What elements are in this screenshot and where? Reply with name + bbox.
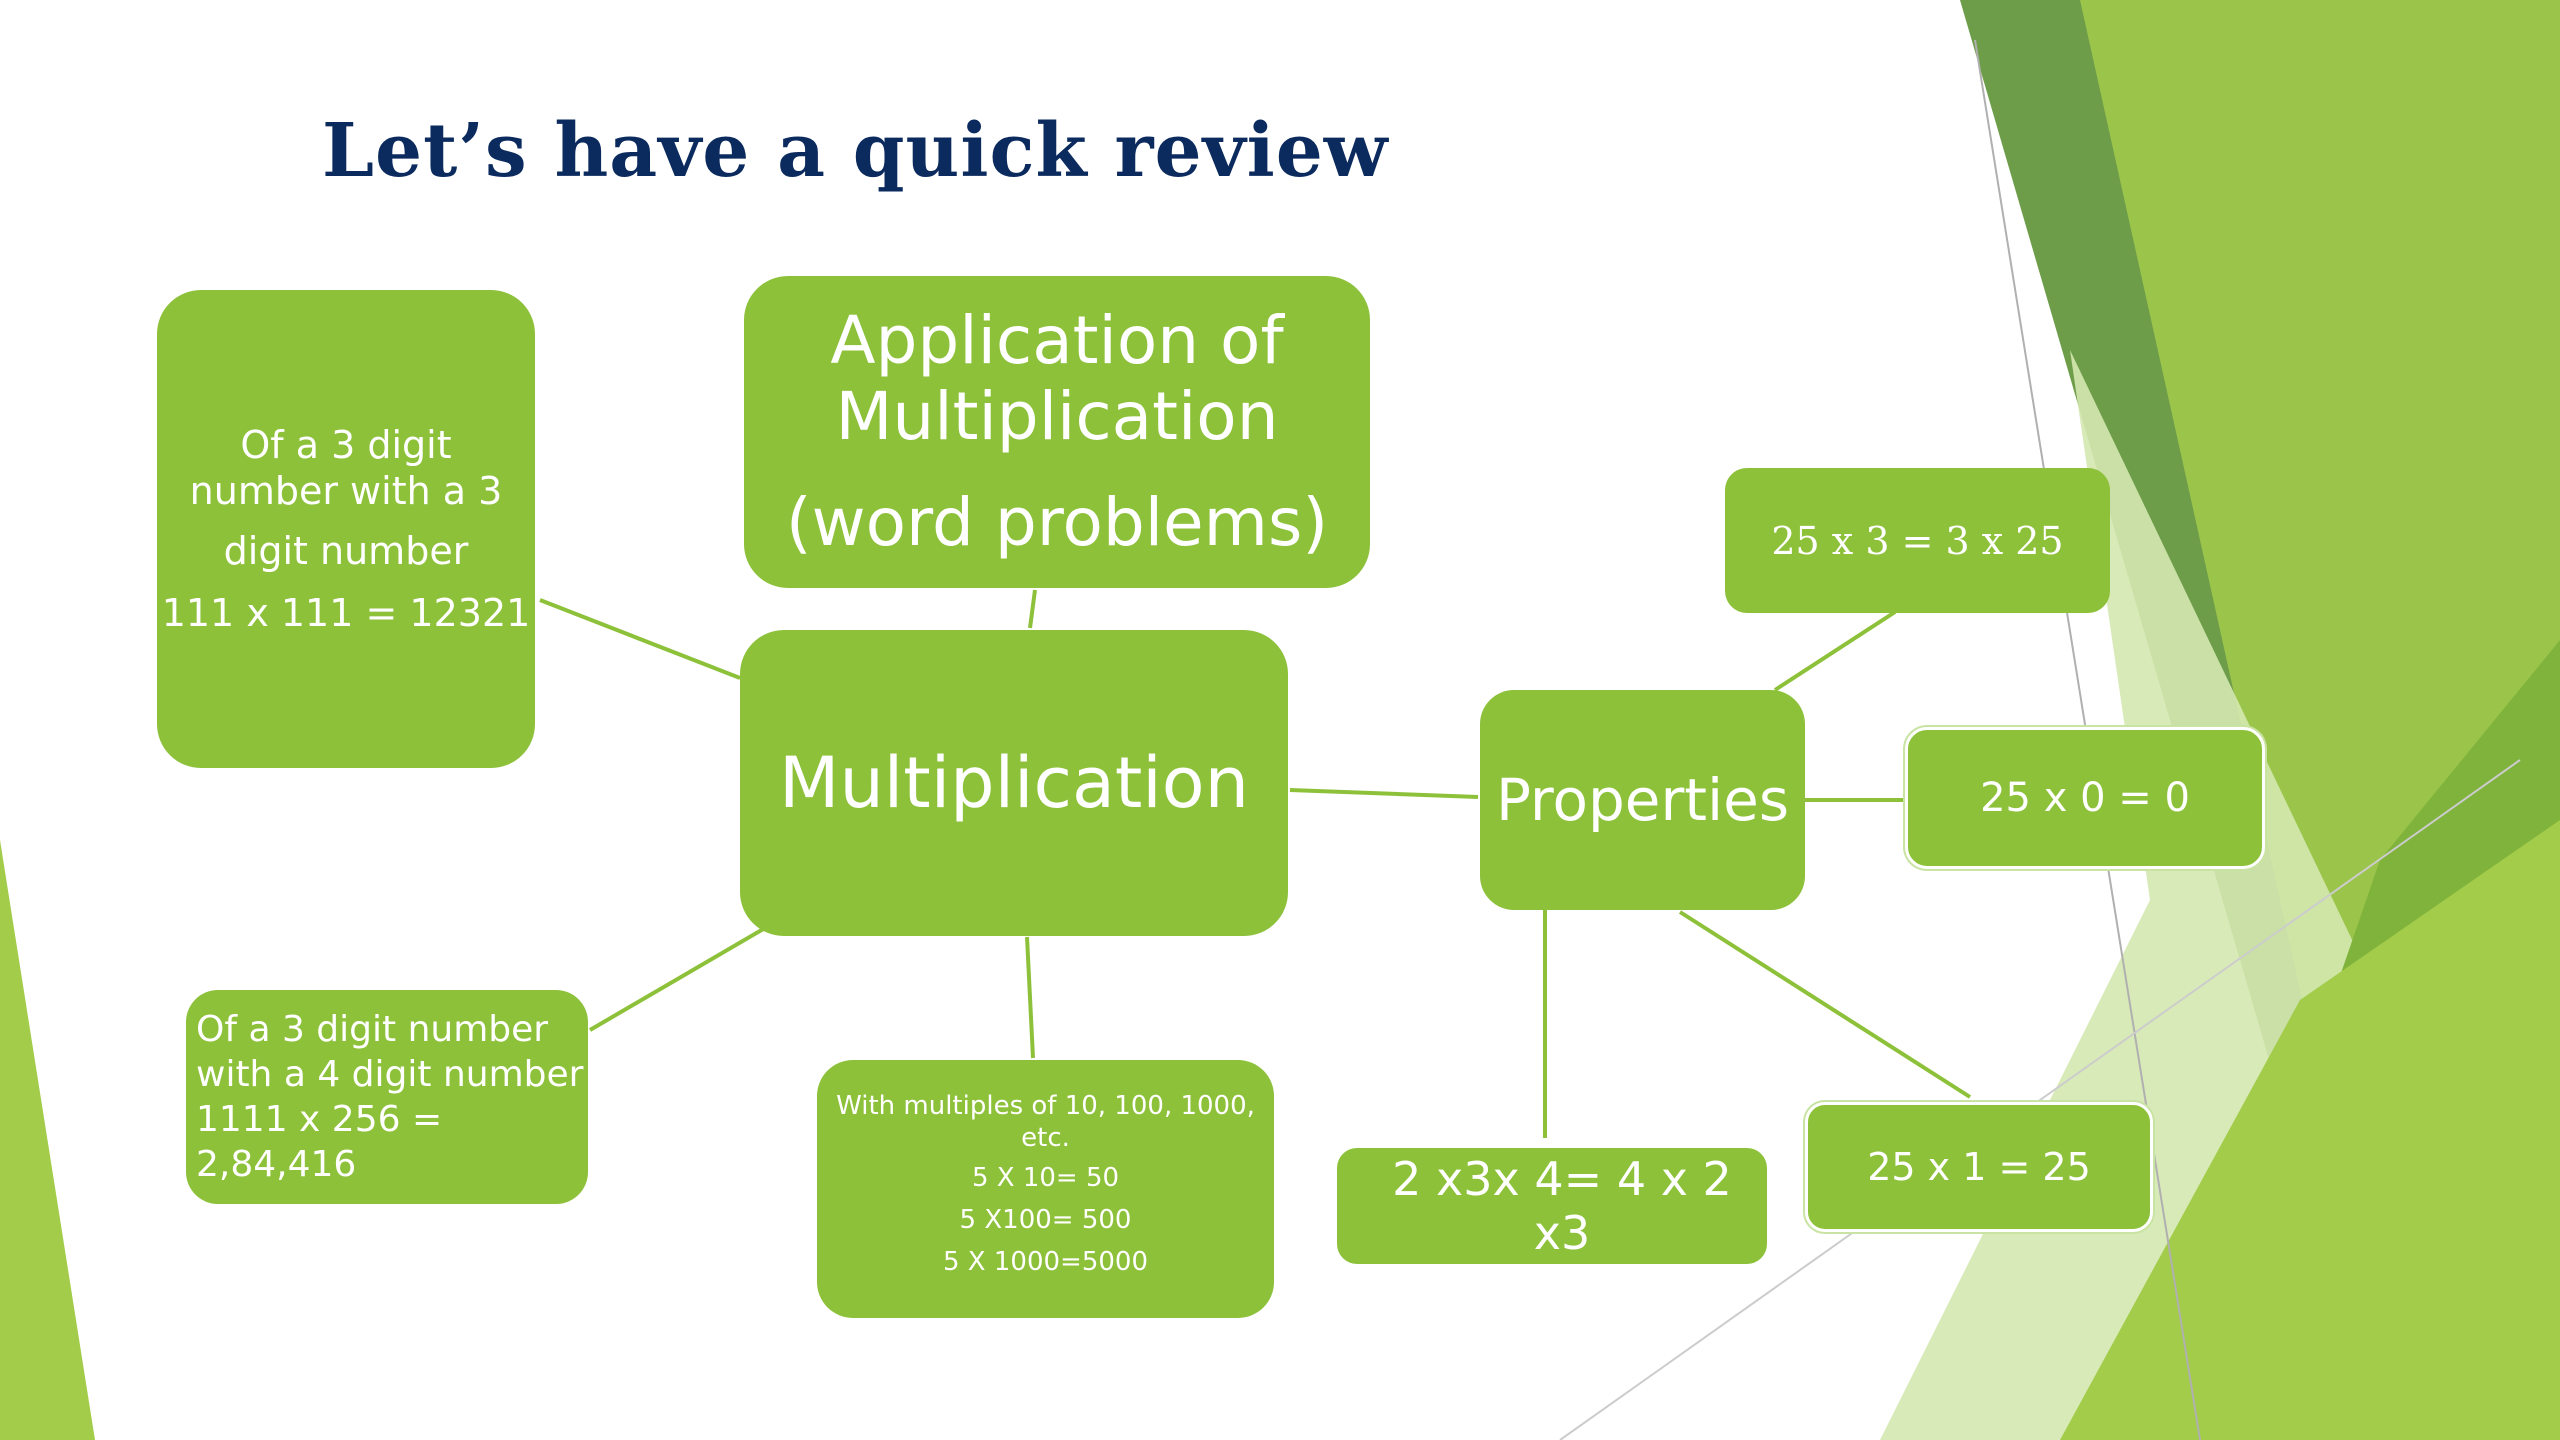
three-by-four-line-1: Of a 3 digit number bbox=[196, 1009, 549, 1050]
node-multiplication: Multiplication bbox=[740, 630, 1288, 936]
node-application-word-problems: Application of Multiplication (word prob… bbox=[744, 276, 1370, 588]
node-three-digit-by-three-digit: Of a 3 digit number with a 3 digit numbe… bbox=[157, 290, 535, 768]
identity-property-example: 25 x 1 = 25 bbox=[1867, 1145, 2091, 1189]
link-center-multiples bbox=[1025, 936, 1035, 1059]
associative-example: 2 x3x 4= 4 x 2 x3 bbox=[1392, 1152, 1732, 1260]
node-associative-property: 2 x3x 4= 4 x 2 x3 bbox=[1337, 1148, 1767, 1264]
multiplication-label: Multiplication bbox=[779, 742, 1249, 824]
link-properties-identity bbox=[1678, 910, 1972, 1099]
decor-panel-left bbox=[0, 840, 95, 1440]
three-by-three-line-2: number with a 3 bbox=[189, 469, 503, 513]
node-three-digit-by-four-digit: Of a 3 digit number with a 4 digit numbe… bbox=[186, 990, 588, 1204]
slide-title: Let’s have a quick review bbox=[322, 108, 1389, 194]
node-commutative-property: 25 x 3 = 3 x 25 bbox=[1725, 468, 2110, 613]
decor-panel-lime bbox=[2060, 820, 2560, 1440]
link-center-application bbox=[1028, 589, 1037, 629]
three-by-three-line-1: Of a 3 digit bbox=[240, 423, 452, 467]
node-zero-property: 25 x 0 = 0 bbox=[1905, 727, 2265, 869]
multiples-example-2: 5 X100= 500 bbox=[959, 1205, 1132, 1235]
node-multiples-of-ten: With multiples of 10, 100, 1000, etc. 5 … bbox=[817, 1060, 1274, 1318]
properties-label: Properties bbox=[1495, 766, 1790, 834]
multiples-example-1: 5 X 10= 50 bbox=[971, 1163, 1120, 1193]
application-line-1: Application of bbox=[830, 302, 1284, 379]
node-properties: Properties bbox=[1480, 690, 1805, 910]
link-properties-commutative bbox=[1773, 610, 1897, 692]
application-line-3: (word problems) bbox=[785, 484, 1329, 561]
three-by-three-line-3: digit number bbox=[223, 529, 469, 573]
application-line-2: Multiplication bbox=[835, 378, 1279, 455]
multiples-line-1: With multiples of 10, 100, 1000, bbox=[836, 1091, 1255, 1121]
link-center-properties bbox=[1289, 788, 1479, 799]
zero-property-example: 25 x 0 = 0 bbox=[1980, 775, 2190, 821]
multiples-example-3: 5 X 1000=5000 bbox=[942, 1247, 1148, 1277]
node-identity-property: 25 x 1 = 25 bbox=[1805, 1102, 2153, 1232]
link-center-three-by-four bbox=[588, 926, 767, 1032]
multiples-line-2: etc. bbox=[1021, 1123, 1070, 1153]
commutative-example: 25 x 3 = 3 x 25 bbox=[1771, 518, 2064, 563]
decor-thin-line-2 bbox=[1559, 759, 2521, 1440]
three-by-four-line-2: with a 4 digit number bbox=[196, 1054, 584, 1095]
three-by-four-example: 1111 x 256 = 2,84,416 bbox=[196, 1099, 443, 1185]
link-center-three-by-three bbox=[539, 598, 741, 680]
three-by-three-example: 111 x 111 = 12321 bbox=[161, 591, 531, 635]
